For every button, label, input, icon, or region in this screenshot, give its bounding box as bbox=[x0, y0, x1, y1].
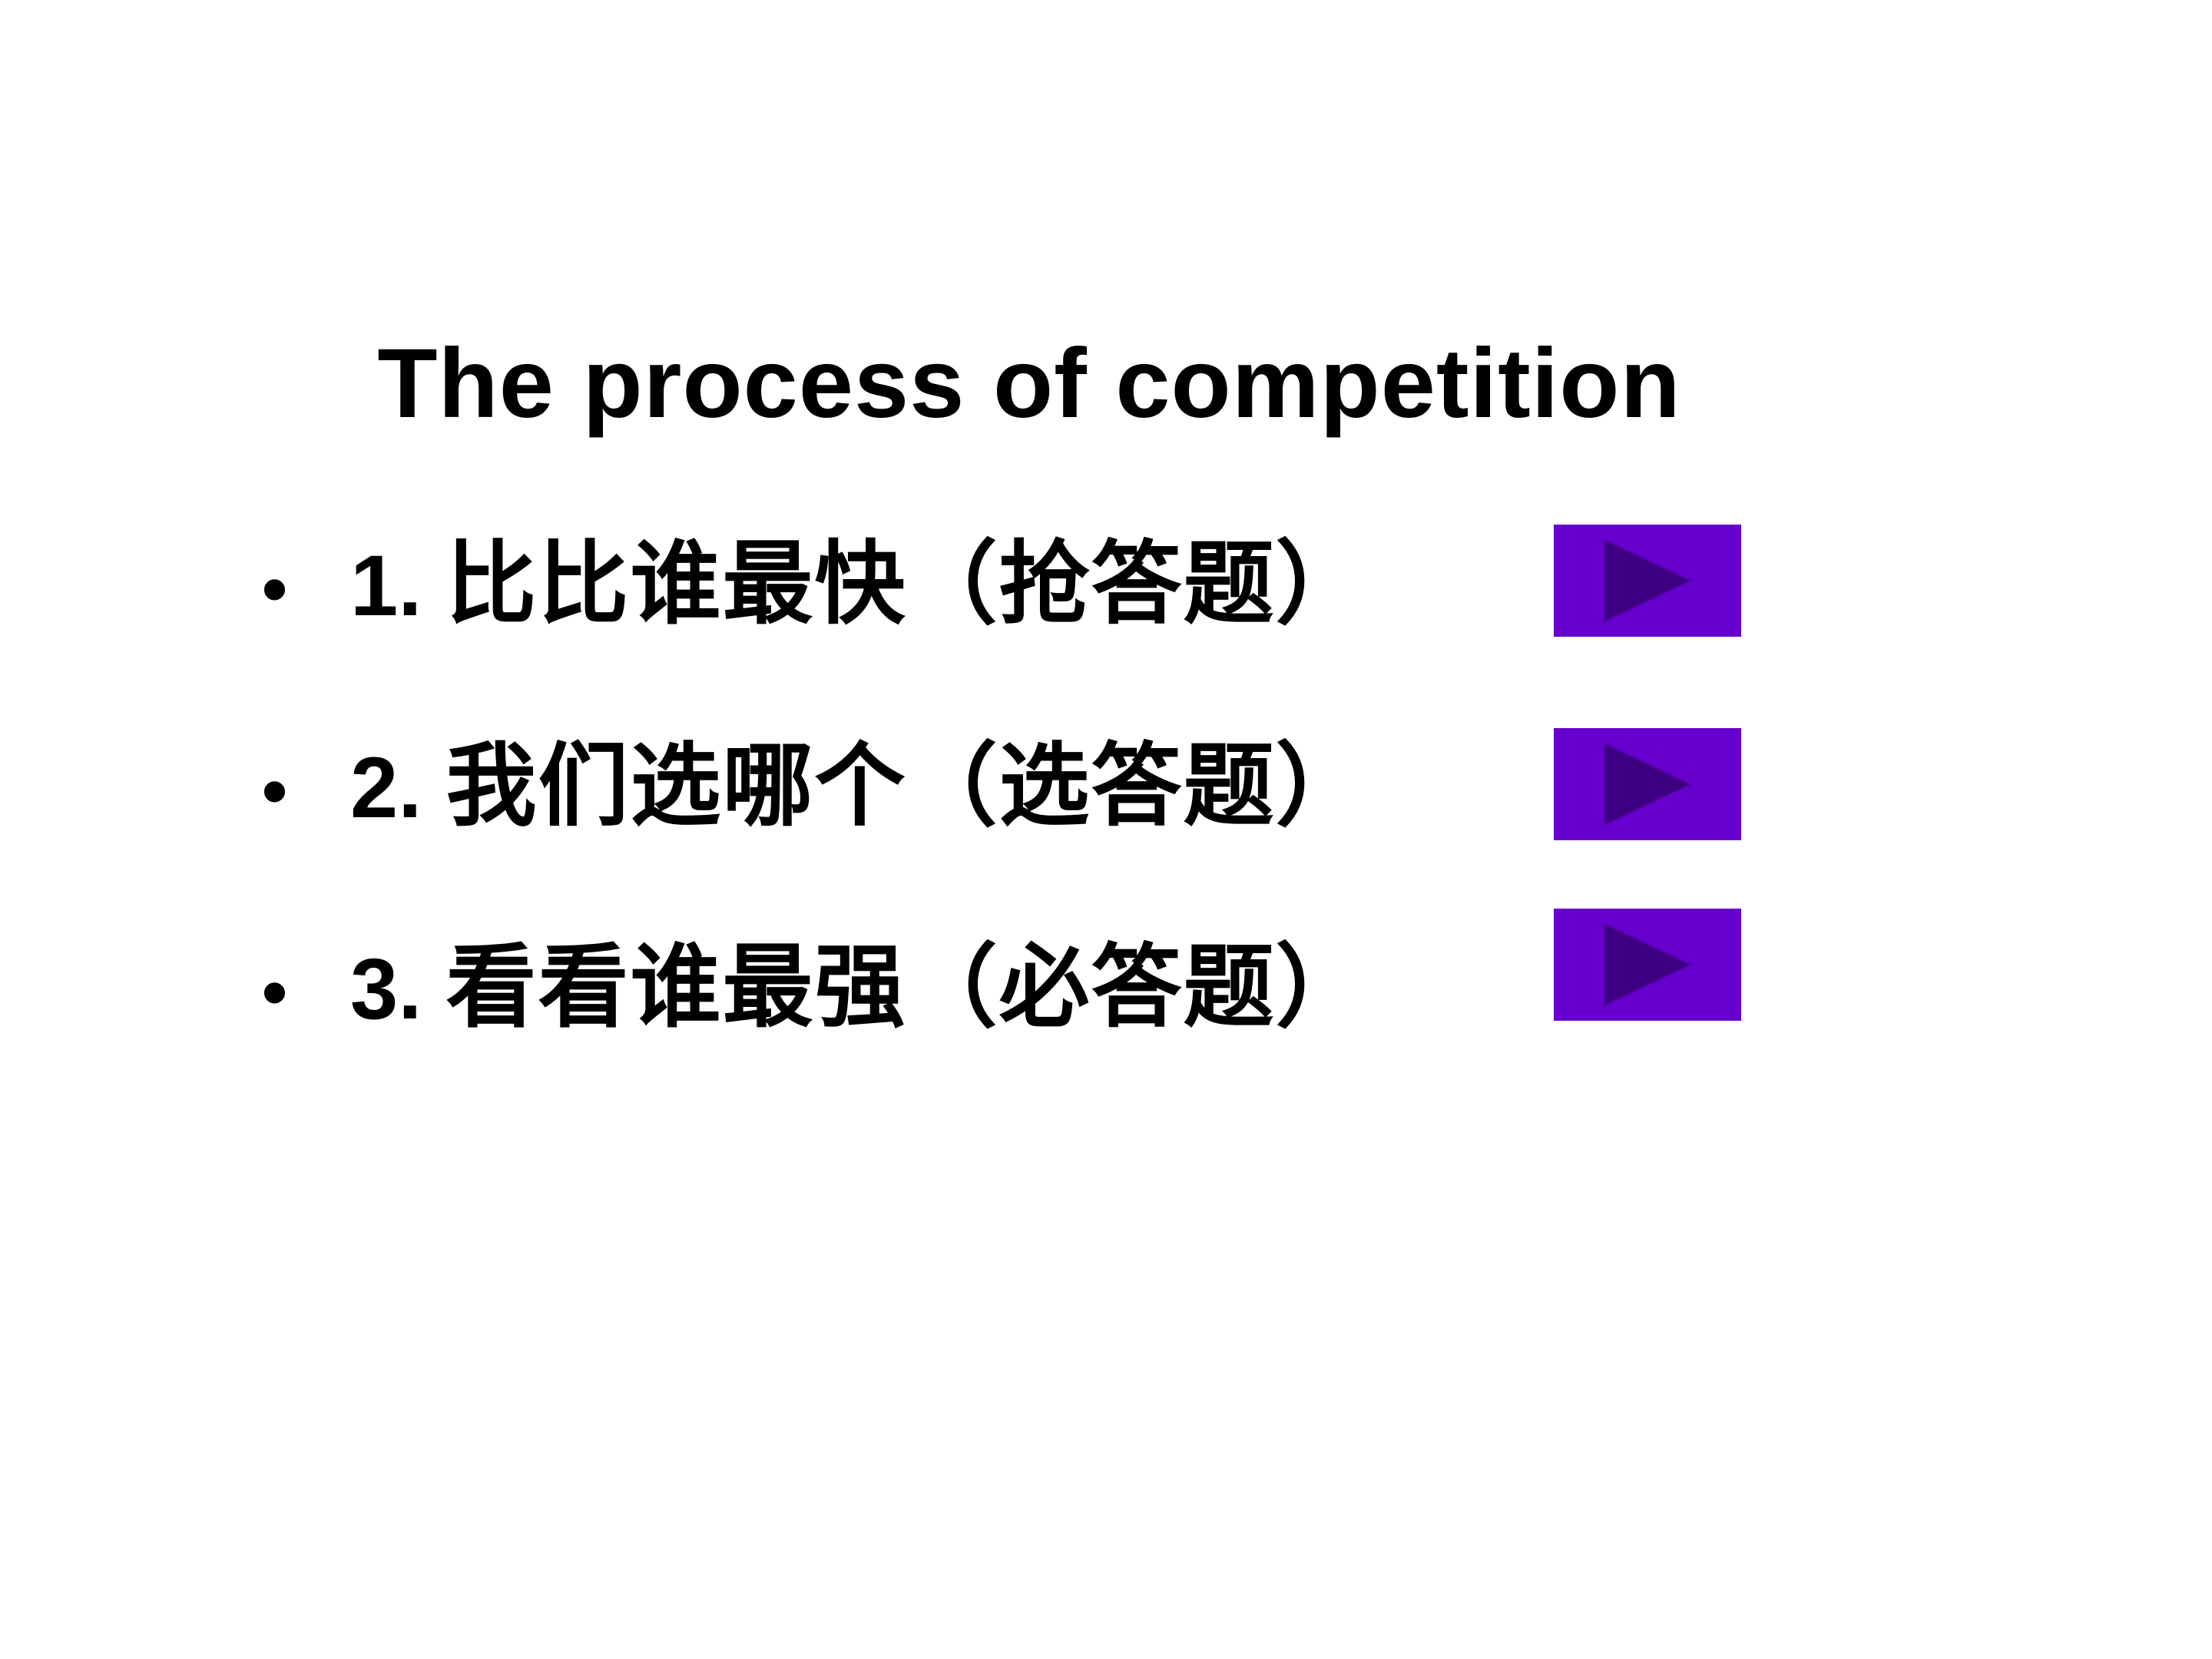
play-triangle-icon bbox=[1604, 742, 1693, 826]
play-button-2[interactable] bbox=[1554, 728, 1741, 840]
list-item-2: • 2. 我们选哪个（选答题） bbox=[261, 724, 1368, 847]
item-text: 我们选哪个（选答题） bbox=[445, 732, 1368, 839]
item-number: 3. bbox=[350, 941, 422, 1037]
play-triangle-icon bbox=[1604, 922, 1693, 1007]
item-text: 比比谁最快（抢答题） bbox=[445, 530, 1368, 637]
play-button-3[interactable] bbox=[1554, 909, 1741, 1021]
bullet: • bbox=[261, 949, 289, 1035]
bullet: • bbox=[261, 546, 289, 632]
item-text: 看看谁最强（必答题） bbox=[445, 933, 1368, 1040]
play-button-1[interactable] bbox=[1554, 525, 1741, 637]
slide-title: The process of competition bbox=[377, 329, 1681, 439]
item-number: 2. bbox=[350, 740, 422, 836]
play-triangle-icon bbox=[1604, 538, 1693, 623]
list-item-3: • 3. 看看谁最强（必答题） bbox=[261, 926, 1368, 1048]
list-item-1: • 1. 比比谁最快（抢答题） bbox=[261, 522, 1368, 645]
item-number: 1. bbox=[350, 538, 422, 634]
bullet: • bbox=[261, 748, 289, 834]
